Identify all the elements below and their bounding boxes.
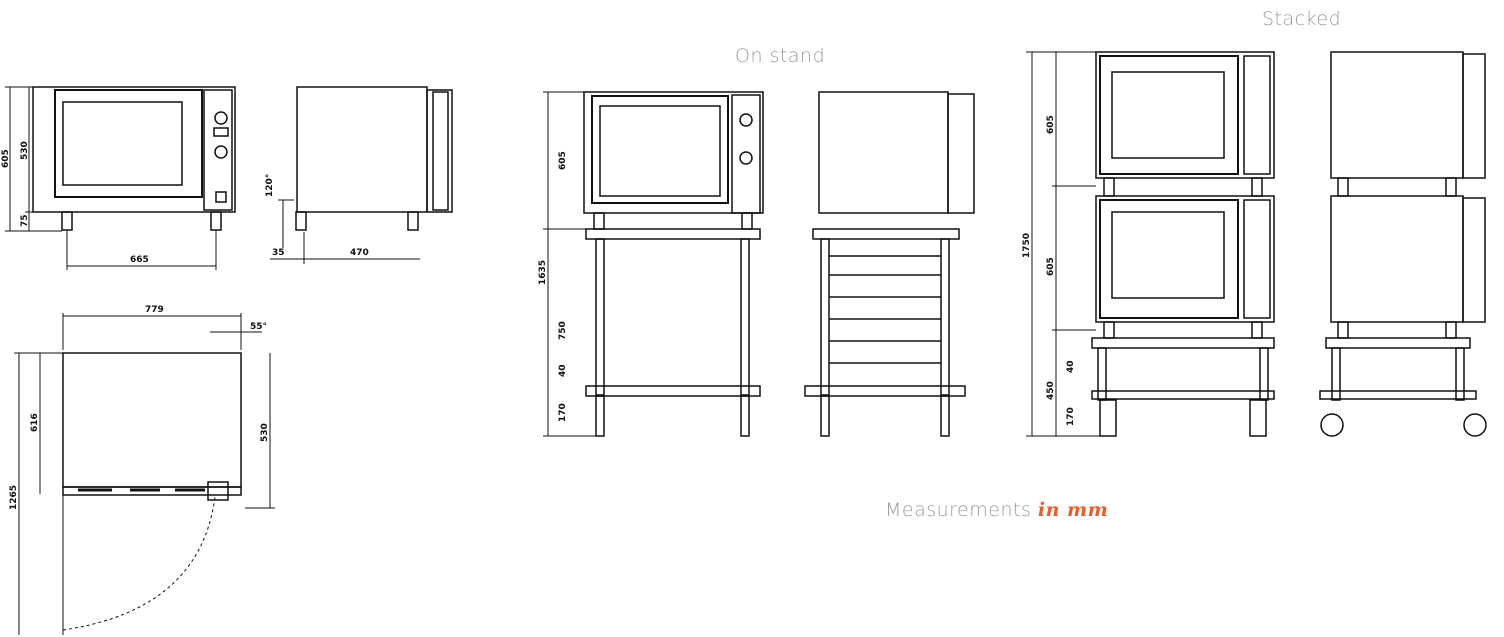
dim-front-total-height: 605 (1, 149, 11, 168)
dim-stand-total-height: 1635 (538, 260, 548, 285)
dimension-labels: 605 530 75 665 120° 35 470 779 55° 616 5… (1, 115, 1076, 510)
side-view (270, 86, 453, 264)
dim-stacked-upper-oven: 605 (1046, 115, 1056, 134)
dim-stacked-lower-oven: 605 (1046, 257, 1056, 276)
dim-stacked-shelf: 40 (1066, 360, 1076, 373)
dim-stacked-feet: 170 (1066, 407, 1076, 426)
dim-top-depth-outer: 616 (30, 413, 40, 432)
dim-top-door-swing: 1265 (9, 485, 19, 510)
stacked-front-view (1026, 51, 1275, 437)
dim-side-depth: 470 (350, 248, 369, 258)
dim-stand-oven-height: 605 (558, 151, 568, 170)
dim-stacked-total-height: 1750 (1022, 233, 1032, 258)
measurements-label: Measurements (885, 499, 1032, 521)
stacked-heading: Stacked (1262, 8, 1342, 30)
dim-stand-shelf: 40 (558, 364, 568, 377)
dim-front-body-height: 530 (20, 141, 30, 160)
dim-stand-height: 750 (558, 321, 568, 340)
measurements-note: Measurements in mm (885, 499, 1108, 521)
dim-stand-feet: 170 (558, 403, 568, 422)
dim-stacked-stand: 450 (1046, 381, 1056, 400)
dim-front-width: 665 (130, 255, 149, 265)
dim-top-width: 779 (145, 305, 164, 315)
on-stand-front-view (543, 91, 764, 437)
top-view (14, 313, 275, 635)
dim-side-offset: 35 (272, 248, 285, 258)
dim-side-vent: 120° (265, 174, 275, 197)
dim-top-hinge: 55° (250, 322, 267, 332)
dim-front-feet-height: 75 (20, 214, 30, 227)
on-stand-heading: On stand (735, 45, 826, 67)
stacked-side-view (1319, 51, 1487, 437)
measurements-unit: in mm (1037, 499, 1109, 521)
on-stand-side-view (804, 91, 975, 437)
front-view (5, 86, 236, 270)
dim-top-depth-inner: 530 (260, 423, 270, 442)
